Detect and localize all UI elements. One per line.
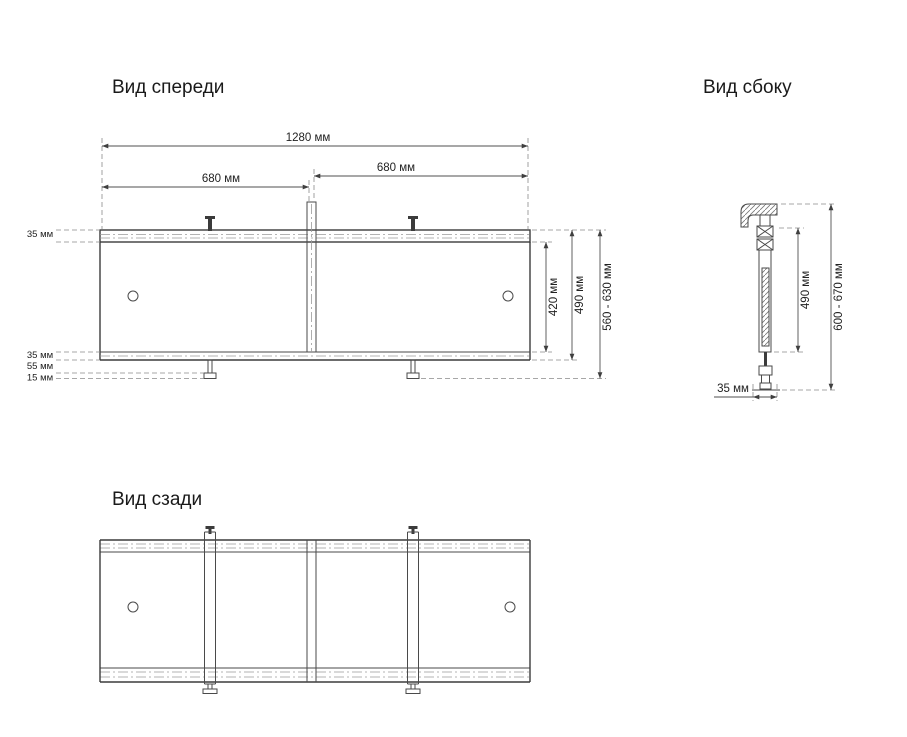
side-view-title: Вид сбоку (703, 77, 792, 98)
foot-plate (203, 372, 217, 379)
front-dim-panel-height: 490 мм (532, 229, 606, 361)
clamp-stem (411, 219, 415, 231)
front-dim-right-panel: 680 мм (313, 162, 528, 201)
back-post-right (405, 526, 421, 694)
dim-foot-label: 15 мм (27, 373, 53, 384)
side-foot (758, 352, 773, 390)
dim-plinth-label: 55 мм (27, 361, 53, 372)
clamp-cap (408, 216, 418, 219)
front-dim-left-panel: 680 мм (102, 173, 310, 201)
dim-bottom-rail-label: 35 мм (27, 350, 53, 361)
screw-cap (205, 526, 215, 529)
handle-hole-right (502, 290, 514, 302)
leg-tube (761, 267, 770, 347)
side-dim-panel-height: 490 мм (774, 227, 812, 353)
foot-stem (207, 359, 213, 374)
side-dim-panel-height-label: 490 мм (800, 271, 812, 309)
side-dim-overall-height: 600 - 670 мм (781, 203, 845, 391)
handle-hole-left (127, 290, 139, 302)
dim-opening-height-label: 420 мм (548, 278, 560, 316)
back-view: Вид сзади (99, 489, 531, 694)
screw-cap (408, 526, 418, 529)
front-view-title: Вид спереди (112, 77, 224, 98)
foot-pad (759, 382, 772, 390)
side-dim-depth-label: 35 мм (717, 383, 749, 395)
dim-overall-height-label: 560 - 630 мм (602, 263, 614, 331)
clamp-block-upper (756, 225, 774, 238)
handle-hole-left (127, 601, 139, 613)
side-dim-depth: 35 мм (714, 383, 778, 401)
front-view: Вид спереди 1280 мм 680 мм 680 мм (27, 77, 614, 384)
dim-top-rail-label: 35 мм (27, 229, 53, 240)
clamp-stem (208, 219, 212, 231)
foot-stem (410, 683, 416, 690)
handle-hole-right (504, 601, 516, 613)
front-dim-bottom-rail: 35 мм (27, 350, 100, 361)
side-view: Вид сбоку (703, 77, 845, 401)
cross-line (756, 225, 774, 238)
front-dim-foot: 15 мм (27, 373, 204, 384)
clamp-block-lower (756, 238, 774, 251)
foot-left (203, 359, 217, 379)
foot-stem (761, 374, 770, 384)
foot-right (406, 359, 420, 379)
front-dim-overall-height: 560 - 630 мм (421, 230, 614, 379)
dim-right-panel-label: 680 мм (377, 162, 415, 174)
clamp-screw-right (408, 216, 418, 231)
clamp-screw-left (205, 216, 215, 231)
clamp-block (756, 225, 774, 238)
back-post-left (202, 526, 218, 694)
side-dim-overall-height-label: 600 - 670 мм (833, 263, 845, 331)
front-dim-opening-height: 420 мм (532, 241, 560, 353)
top-rail (99, 229, 531, 243)
back-panel-assembly (99, 526, 531, 694)
foot-stem (207, 683, 213, 690)
front-dim-plinth: 55 мм (27, 361, 204, 374)
dim-total-width-label: 1280 мм (286, 132, 331, 144)
hook-stem (759, 214, 771, 227)
foot-plate (406, 372, 420, 379)
front-dim-total-width: 1280 мм (101, 132, 529, 229)
front-panel-assembly (99, 201, 531, 379)
hook-bracket (740, 203, 778, 228)
foot-block (758, 365, 773, 376)
foot-stem (410, 359, 416, 374)
foot-plate (405, 688, 421, 694)
dim-left-panel-label: 680 мм (202, 173, 240, 185)
foot-plate (202, 688, 218, 694)
dim-panel-height-label: 490 мм (574, 276, 586, 314)
back-view-title: Вид сзади (112, 489, 202, 510)
clamp-cap (205, 216, 215, 219)
front-dim-top-rail: 35 мм (27, 229, 100, 243)
side-profile (740, 203, 780, 391)
cross-line (756, 238, 774, 251)
